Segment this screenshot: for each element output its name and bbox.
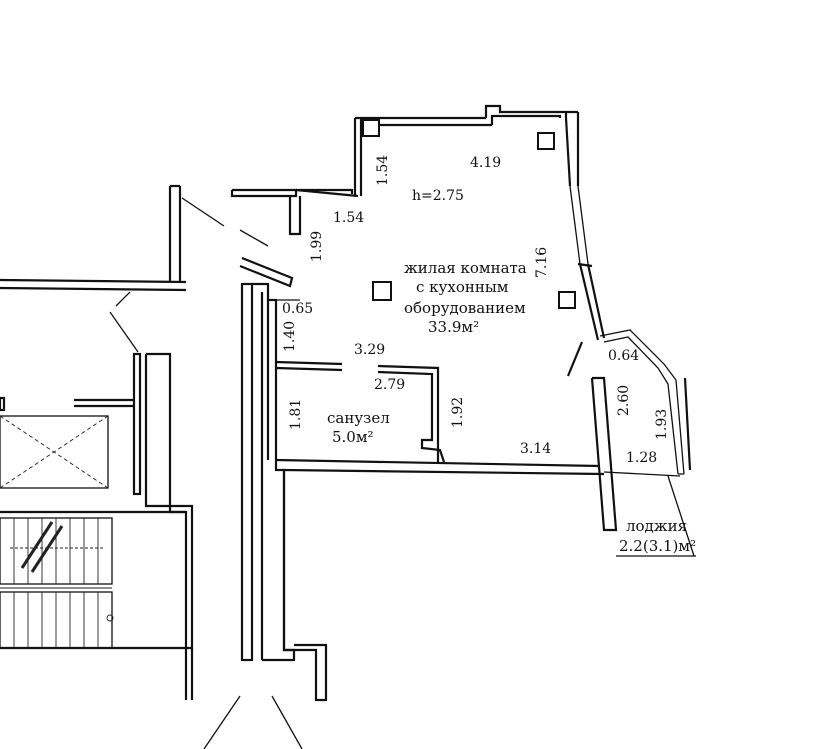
column-marker xyxy=(372,281,392,301)
bathroom-label: санузел xyxy=(327,409,390,427)
dim-balcony-width: 1.28 xyxy=(626,450,657,466)
dim-hall-vertical: 1.99 xyxy=(309,231,325,262)
dim-left-vertical: 1.40 xyxy=(282,321,298,352)
stairwell xyxy=(0,184,303,749)
height-label: h=2.75 xyxy=(412,188,464,204)
dim-balcony-vertical-outer: 1.93 xyxy=(654,409,670,440)
dim-bath-right: 1.92 xyxy=(450,397,466,428)
dim-balcony-top: 0.64 xyxy=(608,348,639,364)
loggia-area: 2.2(3.1)м² xyxy=(619,537,696,555)
bathroom-walls xyxy=(275,360,605,476)
dim-bottom-width: 3.14 xyxy=(520,441,551,457)
dim-top-width: 4.19 xyxy=(470,155,501,171)
dim-upper-left-vertical: 1.54 xyxy=(375,155,391,186)
dim-balcony-vertical-inner: 2.60 xyxy=(616,385,632,416)
living-room-line1: жилая комната xyxy=(404,259,527,277)
dim-bath-left: 1.81 xyxy=(288,399,304,430)
dim-upper-left-horizontal: 1.54 xyxy=(333,210,364,226)
bathroom-area: 5.0м² xyxy=(332,428,374,446)
living-room-line2: с кухонным xyxy=(416,278,509,296)
loggia-label: лоджия xyxy=(626,517,687,535)
loggia-walls xyxy=(566,329,696,557)
corridor-walls xyxy=(240,282,328,702)
dim-small-left: 0.65 xyxy=(282,301,313,317)
dim-mid-width: 3.29 xyxy=(354,342,385,358)
apartment-walls xyxy=(230,104,606,341)
living-room-area: 33.9м² xyxy=(428,318,479,336)
living-room-line3: оборудованием xyxy=(404,299,526,317)
dim-right-vertical: 7.16 xyxy=(534,247,550,278)
labels: 4.19 1.54 h=2.75 1.54 1.99 7.16 0.65 1.4… xyxy=(282,155,696,555)
dim-bath-top: 2.79 xyxy=(374,377,405,393)
